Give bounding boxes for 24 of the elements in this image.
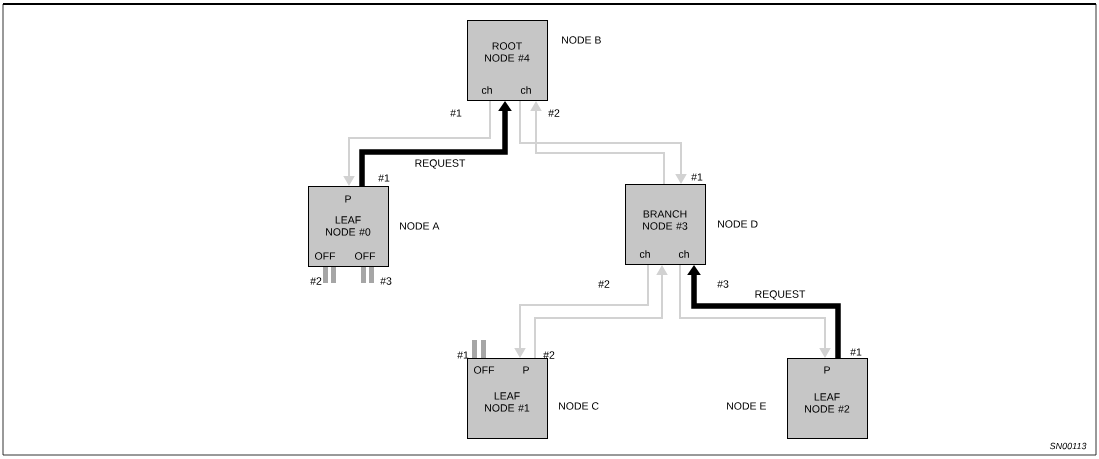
port-number: #1 — [450, 109, 462, 117]
port-number: #2 — [310, 277, 322, 285]
port-number: #2 — [598, 280, 610, 288]
port-number: #1 — [378, 174, 390, 182]
node-name: NODE D — [718, 220, 758, 228]
node-name: NODE A — [400, 222, 440, 230]
port-number: #1 — [850, 348, 862, 356]
port-number: #3 — [380, 277, 392, 285]
node-name: NODE C — [559, 402, 599, 410]
node-name: NODE E — [727, 402, 766, 410]
port-number: #2 — [548, 109, 560, 117]
port-number: #3 — [717, 280, 729, 288]
node-box: OFF P LEAF NODE #1 — [467, 358, 548, 439]
port-number: #2 — [543, 351, 555, 359]
figure-code: SN00113 — [1049, 442, 1087, 450]
node-name: NODE B — [562, 36, 601, 44]
edge-label: REQUEST — [753, 289, 807, 301]
port-number: #1 — [457, 351, 469, 359]
node-box: BRANCH NODE #3 ch ch — [625, 184, 706, 265]
edge-label: REQUEST — [413, 158, 467, 170]
node-box: P LEAF NODE #0 OFF OFF — [308, 186, 389, 267]
node-box: P LEAF NODE #2 — [787, 358, 868, 439]
node-box: ROOT NODE #4 ch ch — [467, 20, 548, 101]
port-number: #1 — [691, 173, 703, 181]
